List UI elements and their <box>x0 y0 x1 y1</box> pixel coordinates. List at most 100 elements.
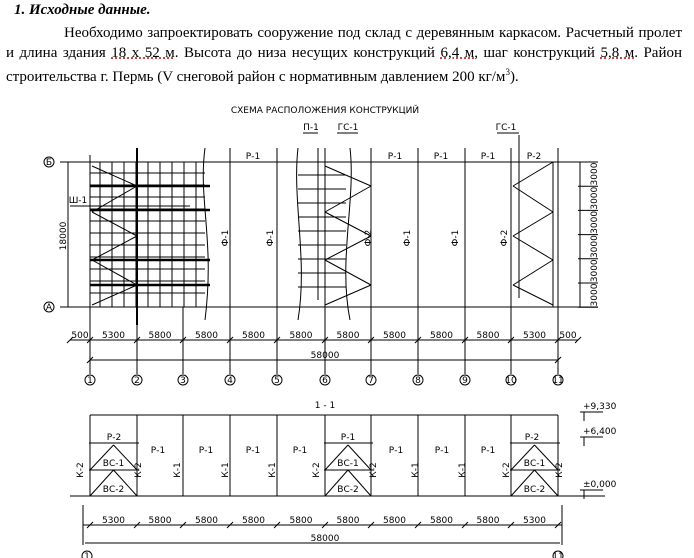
brace <box>113 469 138 497</box>
right-dim: 3000 <box>590 211 600 234</box>
brace <box>324 444 349 471</box>
axis-number-circle <box>365 374 377 386</box>
brace <box>324 469 349 497</box>
axis-number-circle <box>224 374 236 386</box>
dim-tick <box>321 521 329 529</box>
axis-label-b-circle <box>43 156 55 168</box>
section-column-label: К-2 <box>555 462 565 477</box>
brace-line <box>324 284 372 306</box>
plan-dim: 500 <box>71 331 88 341</box>
section-dim: 5800 <box>477 516 500 526</box>
dim-tick <box>507 521 515 529</box>
span-dim: 18000 <box>59 221 69 250</box>
section-beam-label: Р-1 <box>151 446 165 456</box>
section-beam-label: Р-1 <box>389 446 403 456</box>
section-column-label: К-1 <box>221 462 231 477</box>
dim-tick <box>66 336 74 344</box>
axis-label-a: А <box>46 303 53 313</box>
brace <box>534 444 559 471</box>
axis-number-circle <box>177 374 189 386</box>
axis-number: 3 <box>180 376 186 386</box>
axis-number: 11 <box>552 376 563 386</box>
dim-tick <box>226 521 234 529</box>
plan-dim: 5800 <box>337 331 360 341</box>
dim-tick <box>367 521 375 529</box>
axis-number: 7 <box>368 376 374 386</box>
brace-label-vs1: ВС-1 <box>103 459 124 469</box>
section-column-label: К-2 <box>134 462 144 477</box>
brace-label-vs1: ВС-1 <box>524 459 545 469</box>
right-dim: 3000 <box>590 259 600 282</box>
section-beam-label: Р-1 <box>293 446 307 456</box>
brace-label-vs2: ВС-2 <box>337 485 358 495</box>
section-column-label: К-1 <box>268 462 278 477</box>
brace-line <box>512 235 554 261</box>
drawing-title: СХЕМА РАСПОЛОЖЕНИЯ КОНСТРУКЦИЙ <box>231 104 419 116</box>
brace-line <box>91 211 138 237</box>
dim-tick <box>461 521 469 529</box>
axis-number: 9 <box>462 376 468 386</box>
brace <box>89 444 114 471</box>
section-column-label: К-2 <box>76 462 86 477</box>
axis-number: 4 <box>227 376 233 386</box>
plan-column-label: Ф-2 <box>500 230 510 247</box>
break-line <box>345 147 352 321</box>
plan-dim: 5300 <box>523 331 546 341</box>
callout-gs1: ГС-1 <box>338 123 359 133</box>
brace-line <box>91 284 138 306</box>
brace-line <box>324 259 372 286</box>
plan-dim: 5800 <box>383 331 406 341</box>
brace-line <box>512 161 554 187</box>
callout-p1: П-1 <box>303 123 319 133</box>
section-column-label: К-2 <box>312 462 322 477</box>
plan-dim: 5800 <box>242 331 265 341</box>
break-line <box>202 147 209 321</box>
axis-number: 5 <box>274 376 280 386</box>
brace <box>89 469 114 497</box>
plan-column-label: Ф-1 <box>403 230 413 247</box>
brace <box>347 444 372 471</box>
brace-line <box>512 185 554 213</box>
right-dim: 3000 <box>590 162 600 185</box>
brace-line <box>91 259 138 286</box>
axis-number: 1 <box>87 376 93 386</box>
axis-number-circle <box>84 374 96 386</box>
section-total-dim: 58000 <box>311 534 340 544</box>
right-dim: 3000 <box>590 283 600 306</box>
section-axis-circle <box>81 550 93 558</box>
brace-line <box>512 259 554 286</box>
brace <box>347 469 372 497</box>
brace-line <box>324 235 372 261</box>
section-dim: 5800 <box>195 516 218 526</box>
section-axis: 11 <box>552 552 563 558</box>
axis-number-circle <box>319 374 331 386</box>
section-column-label: К-1 <box>458 462 468 477</box>
axis-number: 6 <box>322 376 328 386</box>
section-beam-label: Р-1 <box>199 446 213 456</box>
section-dim: 5800 <box>337 516 360 526</box>
brace-line <box>512 211 554 237</box>
brace <box>510 469 535 497</box>
axis-number-circle <box>271 374 283 386</box>
plan-dim: 5300 <box>102 331 125 341</box>
dim-tick <box>273 521 281 529</box>
section-beam-label: Р-1 <box>246 446 260 456</box>
plan-column-label: Ф-1 <box>266 230 276 247</box>
plan-beam-label: Р-1 <box>481 152 495 162</box>
section-column-label: К-1 <box>173 462 183 477</box>
dim-tick <box>179 521 187 529</box>
axis-number: 8 <box>415 376 421 386</box>
callout-gs1-right: ГС-1 <box>496 123 517 133</box>
axis-number: 10 <box>505 376 517 386</box>
brace <box>113 444 138 471</box>
section-beam-label: Р-1 <box>341 433 355 443</box>
plan-dim: 5800 <box>430 331 453 341</box>
brace-line <box>91 165 138 187</box>
level-mark: ±0,000 <box>583 480 617 490</box>
section-beam-label: Р-1 <box>481 446 495 456</box>
brace <box>534 469 559 497</box>
brace-line <box>91 235 138 261</box>
plan-column-label: Ф-1 <box>221 230 231 247</box>
section-column-label: К-2 <box>369 462 379 477</box>
